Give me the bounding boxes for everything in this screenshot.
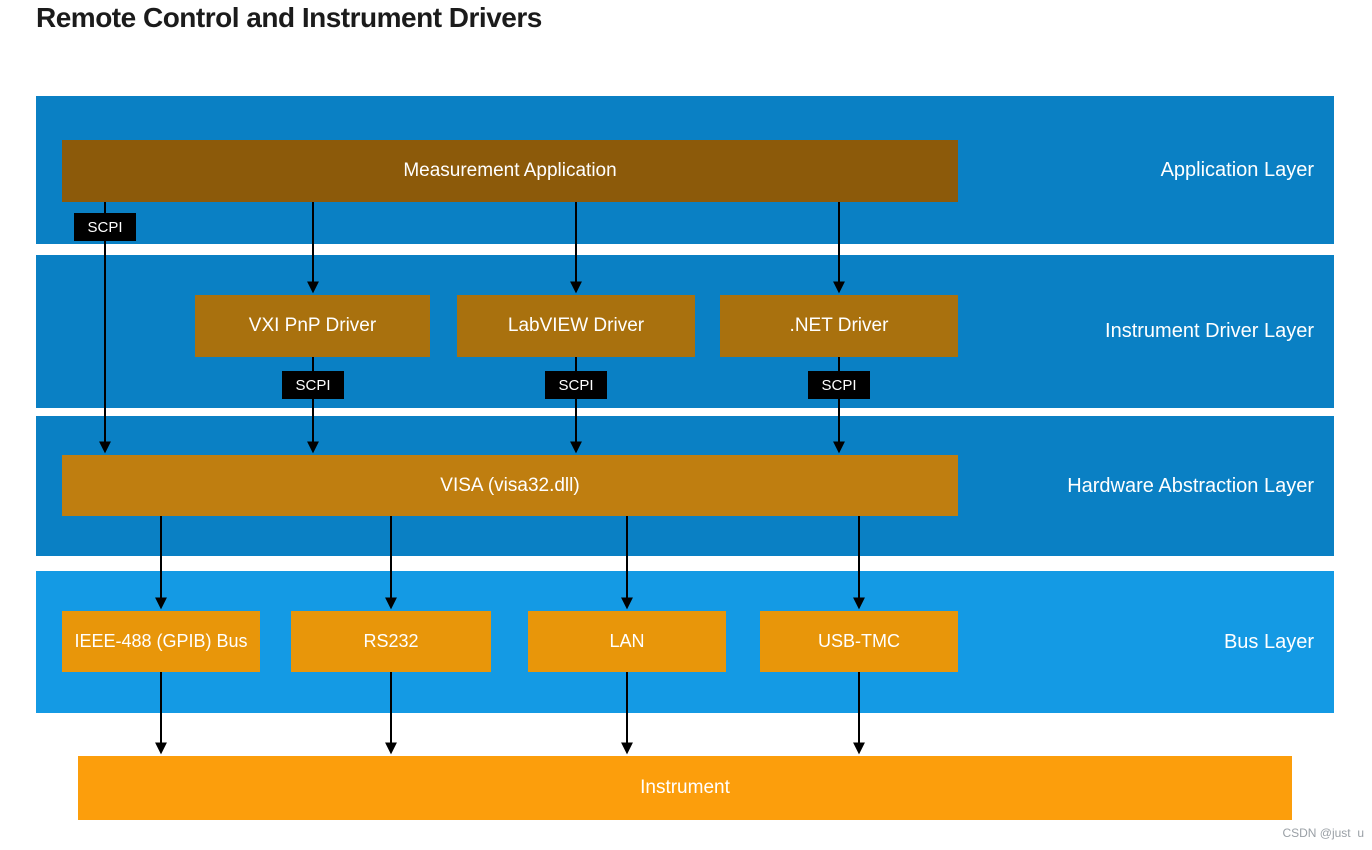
box-instrument: Instrument [78, 756, 1292, 820]
scpi-tag-vxi: SCPI [282, 371, 344, 399]
layer-label-hardware-abstraction: Hardware Abstraction Layer [1067, 474, 1314, 497]
box-lan: LAN [528, 611, 726, 672]
layer-label-application: Application Layer [1160, 158, 1314, 181]
box-labview-driver: LabVIEW Driver [457, 295, 695, 357]
scpi-tag-application: SCPI [74, 213, 136, 241]
box-dotnet-driver: .NET Driver [720, 295, 958, 357]
box-rs232: RS232 [291, 611, 491, 672]
page-title: Remote Control and Instrument Drivers [36, 2, 542, 33]
box-vxi-pnp-driver: VXI PnP Driver [195, 295, 430, 357]
csdn-watermark: CSDN @just u [1282, 826, 1364, 840]
box-gpib-bus: IEEE-488 (GPIB) Bus [62, 611, 260, 672]
layer-label-bus: Bus Layer [1223, 630, 1314, 653]
box-measurement-application: Measurement Application [62, 140, 958, 202]
scpi-tag-dotnet: SCPI [808, 371, 870, 399]
scpi-tag-labview: SCPI [545, 371, 607, 399]
layer-label-instrument-driver: Instrument Driver Layer [1105, 320, 1314, 342]
box-usb-tmc: USB-TMC [760, 611, 958, 672]
box-visa: VISA (visa32.dll) [62, 455, 958, 516]
